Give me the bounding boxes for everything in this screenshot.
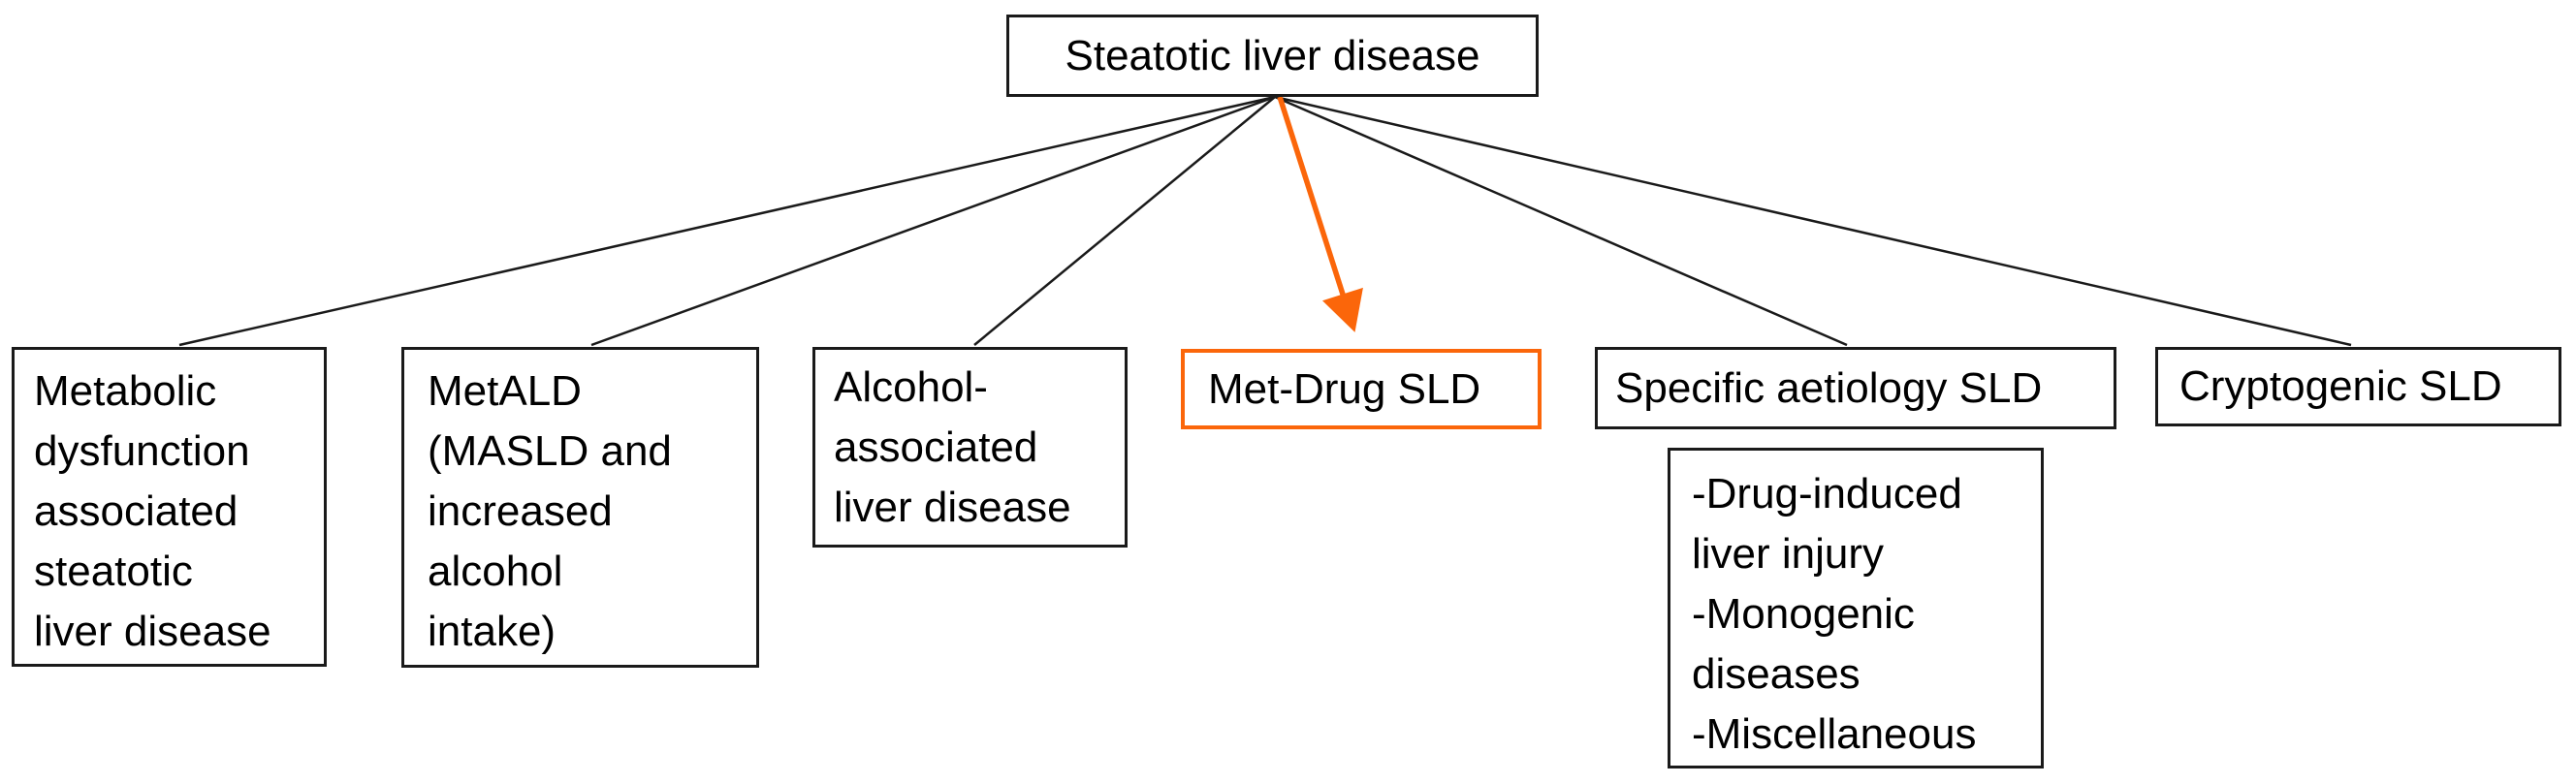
node-met-drug-sld: Met-Drug SLD xyxy=(1181,349,1542,429)
node-steatotic-liver-disease-label: Steatotic liver disease xyxy=(1065,31,1480,79)
node-steatotic-liver-disease: Steatotic liver disease xyxy=(1006,15,1539,97)
node-metabolic-dysfunction-masld: Metabolic dysfunction associated steatot… xyxy=(12,347,327,667)
edge-root-to-metdrug-arrow xyxy=(1277,96,1363,332)
node-cryptogenic-sld: Cryptogenic SLD xyxy=(2155,347,2561,426)
node-metald: MetALD (MASLD and increased alcohol inta… xyxy=(401,347,759,668)
node-met-drug-sld-label: Met-Drug SLD xyxy=(1208,364,1481,413)
edge-root-to-specific xyxy=(1274,95,1848,347)
edge-root-to-masld xyxy=(178,95,1276,347)
node-cryptogenic-sld-label: Cryptogenic SLD xyxy=(2179,362,2502,410)
node-specific-aetiology-sld-label: Specific aetiology SLD xyxy=(1615,363,2043,412)
node-specific-aetiology-sld: Specific aetiology SLD xyxy=(1595,347,2116,429)
edge-root-to-ald xyxy=(973,96,1276,346)
edge-root-to-metald xyxy=(590,95,1276,347)
node-specific-aetiology-sublist: -Drug-induced liver injury -Monogenic di… xyxy=(1668,448,2044,768)
node-alcohol-associated-liver-disease: Alcohol- associated liver disease xyxy=(812,347,1128,548)
edge-root-to-crypto xyxy=(1274,95,2352,347)
